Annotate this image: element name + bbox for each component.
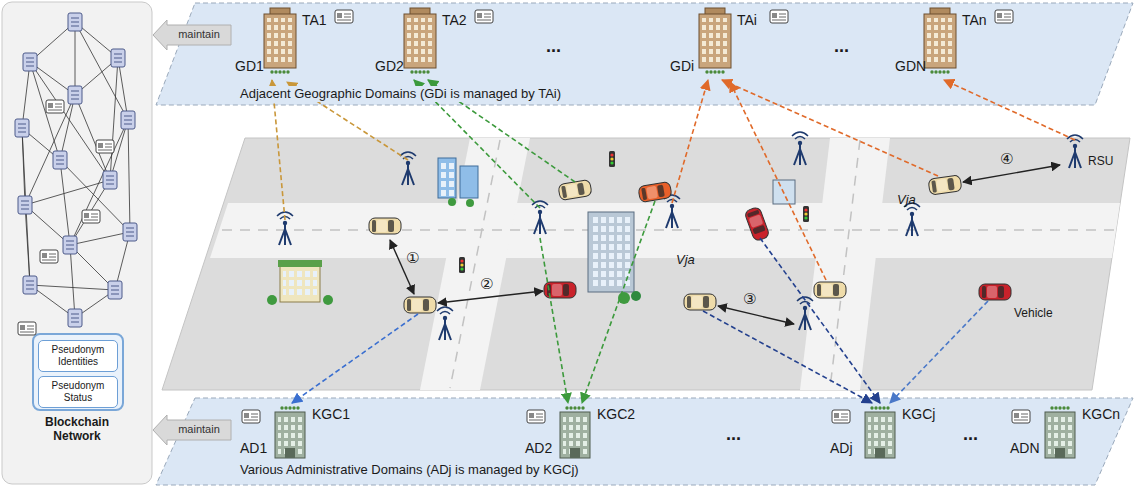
- kgc-node: KGCjADj: [830, 402, 960, 460]
- band-title: Various Administrative Domains (ADj is m…: [238, 462, 581, 478]
- vehicle-label: Vja: [897, 192, 916, 208]
- panel-title: Blockchain Network: [37, 415, 117, 444]
- authority-name: TAi: [737, 12, 757, 29]
- ellipsis: ...: [963, 424, 978, 446]
- kgc-name: KGC1: [312, 406, 350, 423]
- block-arrow: [153, 20, 231, 50]
- callout-number: ④: [1000, 150, 1013, 168]
- rsu-label: RSU: [1088, 154, 1113, 168]
- domain-name: ADj: [830, 440, 853, 457]
- kgc-name: KGC2: [597, 406, 635, 423]
- kgc-node: KGC1AD1: [240, 402, 370, 460]
- kgc-node: KGC2AD2: [525, 402, 655, 460]
- domain-name: ADN: [1010, 440, 1040, 457]
- domain-name: GD2: [375, 58, 404, 75]
- authority-name: TA1: [302, 12, 327, 29]
- blockchain-panel: Blockchain Network Pseudonym IdentitiesPs…: [2, 2, 152, 485]
- edge-label: maintain: [176, 28, 222, 41]
- domain-band: Adjacent Geographic Domains (GDi is mana…: [232, 3, 1092, 105]
- pseudonym-box: Pseudonym Status: [38, 376, 118, 408]
- domain-name: GD1: [235, 58, 264, 75]
- authority-node: TA2GD2: [375, 8, 500, 83]
- block-arrow: [153, 415, 231, 445]
- domain-name: GDi: [670, 58, 694, 75]
- edge-label: maintain: [176, 423, 222, 436]
- vehicle-label: Vehicle: [1014, 306, 1053, 320]
- band-title: Adjacent Geographic Domains (GDi is mana…: [238, 86, 563, 102]
- kgc-name: KGCj: [902, 406, 935, 423]
- box-label: Pseudonym Identities: [42, 344, 114, 368]
- vehicle-label: Vja: [676, 252, 695, 268]
- kgc-name: KGCn: [1082, 406, 1120, 423]
- authority-node: TAnGDN: [895, 8, 1020, 83]
- ellipsis: ...: [726, 424, 741, 446]
- domain-name: AD2: [525, 440, 552, 457]
- authority-node: TAiGDi: [670, 8, 795, 83]
- box-label: Pseudonym Status: [42, 380, 114, 404]
- ellipsis: ...: [546, 36, 561, 58]
- ellipsis: ...: [834, 36, 849, 58]
- domain-name: AD1: [240, 440, 267, 457]
- callout-number: ①: [406, 249, 419, 267]
- callout-number: ③: [743, 290, 756, 308]
- callout-number: ②: [480, 275, 493, 293]
- authority-name: TA2: [442, 12, 467, 29]
- domain-name: GDN: [895, 58, 926, 75]
- pseudonym-box: Pseudonym Identities: [38, 340, 118, 372]
- authority-name: TAn: [962, 12, 987, 29]
- authority-node: TA1GD1: [235, 8, 360, 83]
- kgc-node: KGCnADN: [1010, 402, 1135, 460]
